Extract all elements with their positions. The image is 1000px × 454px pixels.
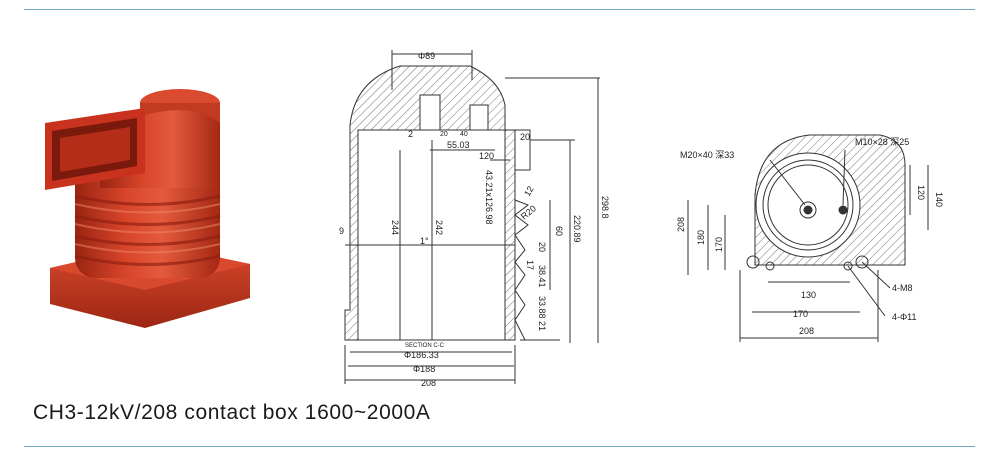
section-title: SECTION C-C xyxy=(405,343,445,349)
dim-2: 2 xyxy=(408,129,413,139)
contact-box-photo xyxy=(45,89,250,328)
dim-208h: 208 xyxy=(799,326,814,336)
dim-130: 130 xyxy=(801,290,816,300)
dim-55: 55.03 xyxy=(447,140,470,150)
dim-170v: 170 xyxy=(714,237,724,252)
dim-bot1: Φ186.33 xyxy=(404,350,439,360)
dim-m20: M20×40 深33 xyxy=(680,150,734,160)
dim-3388: 33.88 xyxy=(537,296,547,319)
dim-17: 17 xyxy=(525,260,535,270)
dim-3841: 38.41 xyxy=(537,265,547,288)
dim-120: 120 xyxy=(916,185,926,200)
dim-60: 60 xyxy=(554,226,564,236)
dim-244: 244 xyxy=(390,220,400,235)
dim-bot2: Φ188 xyxy=(413,364,435,374)
dim-1deg: 1° xyxy=(420,236,429,246)
top-rule xyxy=(24,9,975,10)
dim-12: 12 xyxy=(522,184,536,198)
dim-21: 21 xyxy=(537,321,547,331)
plan-labels: M20×40 深33 M10×28 深25 208 180 170 120 14… xyxy=(676,137,944,336)
dim-140: 140 xyxy=(934,192,944,207)
caption: CH3-12kV/208 contact box 1600~2000A xyxy=(33,401,431,424)
dim-20a: 20 xyxy=(440,131,448,138)
dim-40: 40 xyxy=(460,131,468,138)
dim-298: 298.8 xyxy=(600,196,610,219)
dim-m10: M10×28 深25 xyxy=(855,137,909,147)
dim-bot3: 208 xyxy=(421,378,436,388)
dim-top-dia: Φ89 xyxy=(418,51,435,61)
dim-208v: 208 xyxy=(676,217,686,232)
dim-220: 220.89 xyxy=(572,215,582,243)
dim-170h: 170 xyxy=(793,309,808,319)
dim-120: 120 xyxy=(479,151,494,161)
dim-9: 9 xyxy=(339,226,344,236)
dim-242: 242 xyxy=(434,220,444,235)
dim-20c: 20 xyxy=(537,242,547,252)
dim-phi11: 4-Φ11 xyxy=(892,312,917,322)
dim-m8: 4-M8 xyxy=(892,283,913,293)
dim-43: 43.21x126.98 xyxy=(484,170,494,225)
section-view xyxy=(344,50,600,384)
bottom-rule xyxy=(24,446,975,447)
dim-r20: R20 xyxy=(519,203,538,221)
plan-view xyxy=(687,134,929,342)
dim-20b: 20 xyxy=(520,132,530,142)
dim-180: 180 xyxy=(696,230,706,245)
